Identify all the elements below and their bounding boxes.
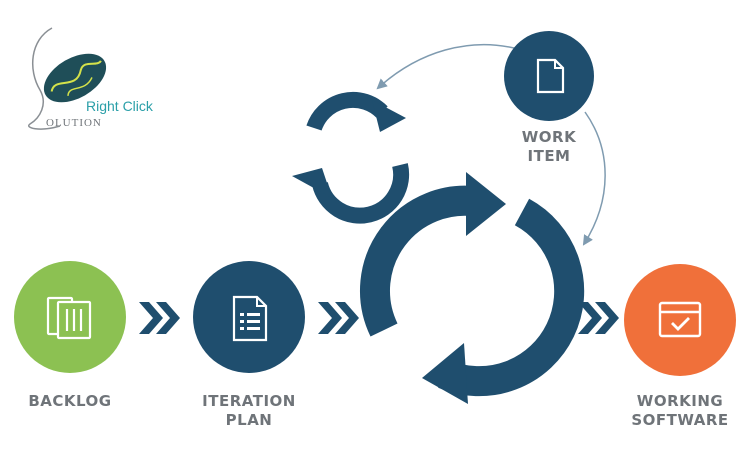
- days-cycle-arrowheads: [292, 100, 406, 198]
- document-icon: [536, 58, 565, 94]
- right-click-solution-logo: [27, 27, 107, 130]
- chevron-arrow-2: [318, 302, 359, 334]
- iteration-plan-label: ITERATION PLAN: [194, 392, 304, 430]
- iteration-plan-node: [193, 261, 305, 373]
- backlog-node: [14, 261, 126, 373]
- checklist-document-icon: [232, 295, 268, 342]
- work-item-label-line2: ITEM: [527, 147, 571, 165]
- working-software-label-line2: SOFTWARE: [631, 411, 729, 429]
- work-item-node: [504, 31, 594, 121]
- iteration-plan-label-line1: ITERATION: [202, 392, 296, 410]
- browser-check-icon: [658, 301, 702, 338]
- weeks-label: 2-4 WEEKS: [420, 264, 510, 304]
- documents-icon: [46, 296, 92, 340]
- chevron-arrow-1: [139, 302, 180, 334]
- backlog-label: BACKLOG: [28, 392, 112, 410]
- logo-text-solution: OLUTION: [46, 117, 102, 129]
- weeks-cycle-arrowheads: [422, 172, 506, 404]
- mouse-icon: [43, 53, 107, 103]
- logo-text-right-click: Right Click: [86, 98, 153, 114]
- working-software-label-line1: WORKING: [636, 392, 724, 410]
- chevron-arrow-3: [578, 302, 619, 334]
- working-software-node: [624, 264, 736, 376]
- work-item-to-days-arrow: [376, 43, 515, 90]
- work-item-label: WORK ITEM: [504, 128, 594, 166]
- logo-swoosh: [27, 27, 61, 130]
- days-label: DAYS: [327, 147, 369, 163]
- work-item-to-weeks-arrow: [582, 111, 606, 246]
- working-software-label: WORKING SOFTWARE: [615, 392, 745, 430]
- work-item-label-line1: WORK: [521, 128, 577, 146]
- iteration-plan-label-line2: PLAN: [225, 411, 273, 429]
- weeks-label-line2: WEEKS: [435, 285, 495, 303]
- weeks-cycle-arrows: [359, 185, 585, 397]
- weeks-label-line1: 2-4: [451, 265, 479, 283]
